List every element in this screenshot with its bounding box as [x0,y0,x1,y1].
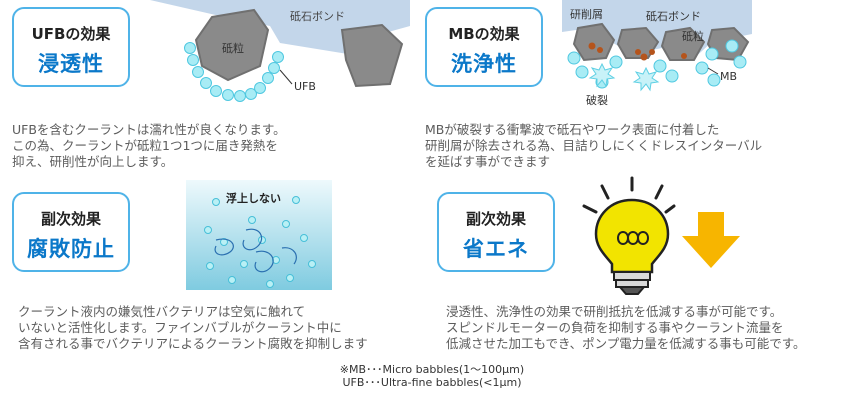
footnote-mb: ※MB･･･Micro babbles(1～100μm) [339,363,525,376]
mb-diagram: 研削屑 砥石ボンド 砥粒 破裂 MB [562,0,752,107]
energy-title: 副次効果 [465,210,526,228]
abrasive-grain [194,8,270,82]
abrasive-grain-right [340,23,404,88]
mb-effect-heading: 洗浄性 [451,52,517,76]
grain-label: 砥粒 [682,29,704,43]
footnote-ufb: UFB･･･Ultra-fine babbles(<1μm) [342,376,522,389]
down-arrow-icon [682,212,740,268]
energy-description: 浸透性、洗浄性の効果で研削抵抗を低減する事が可能です。 スピンドルモーターの負荷… [446,304,806,351]
abrasive-grain [616,26,660,59]
chips-label: 研削屑 [570,7,603,21]
swirl-arrows [214,228,297,273]
mb-label: MB [720,70,737,83]
ufb-effect-title: UFBの効果 [31,25,111,43]
energy-effect-box: 副次効果 省エネ [437,192,555,272]
burst-label: 破裂 [586,93,608,107]
anticorrosion-diagram: 浮上しない [186,180,332,290]
burst-icon [588,62,660,92]
mb-description: MBが破裂する衝撃波で砥石やワーク表面に付着した 研削屑が除去される為、目詰りし… [425,122,763,169]
anticorrosion-effect-box: 副次効果 腐敗防止 [12,192,130,272]
anticorrosion-heading: 腐敗防止 [27,237,115,261]
lightbulb-icon [582,176,676,295]
anticorrosion-description: クーラント液内の嫌気性バクテリアは空気に触れて いないと活性化します。ファインバ… [18,304,368,351]
mb-effect-title: MBの効果 [448,25,520,43]
float-label: 浮上しない [226,191,281,205]
energy-heading: 省エネ [463,237,529,261]
ufb-effect-heading: 浸透性 [38,52,104,76]
mb-effect-box: MBの効果 洗浄性 [425,7,543,87]
grinding-chips [588,42,687,61]
micro-bubbles [567,39,747,89]
abrasive-grain [572,22,616,62]
ufb-description: UFBを含むクーラントは濡れ性が良くなります。 この為、クーラントが砥粒1つ1つ… [12,122,286,169]
anticorrosion-title: 副次効果 [40,210,101,228]
grinding-wheel-bond [562,0,752,60]
ufb-effect-box: UFBの効果 浸透性 [12,7,130,87]
grain-label: 砥粒 [222,41,244,55]
ufb-diagram: 砥石ボンド 砥粒 UFB [150,0,410,102]
ufb-label: UFB [294,80,316,93]
ufb-bubbles [184,42,284,102]
abrasive-grain [660,26,706,61]
bond-label: 砥石ボンド [290,10,345,23]
bond-label: 砥石ボンド [646,10,701,23]
